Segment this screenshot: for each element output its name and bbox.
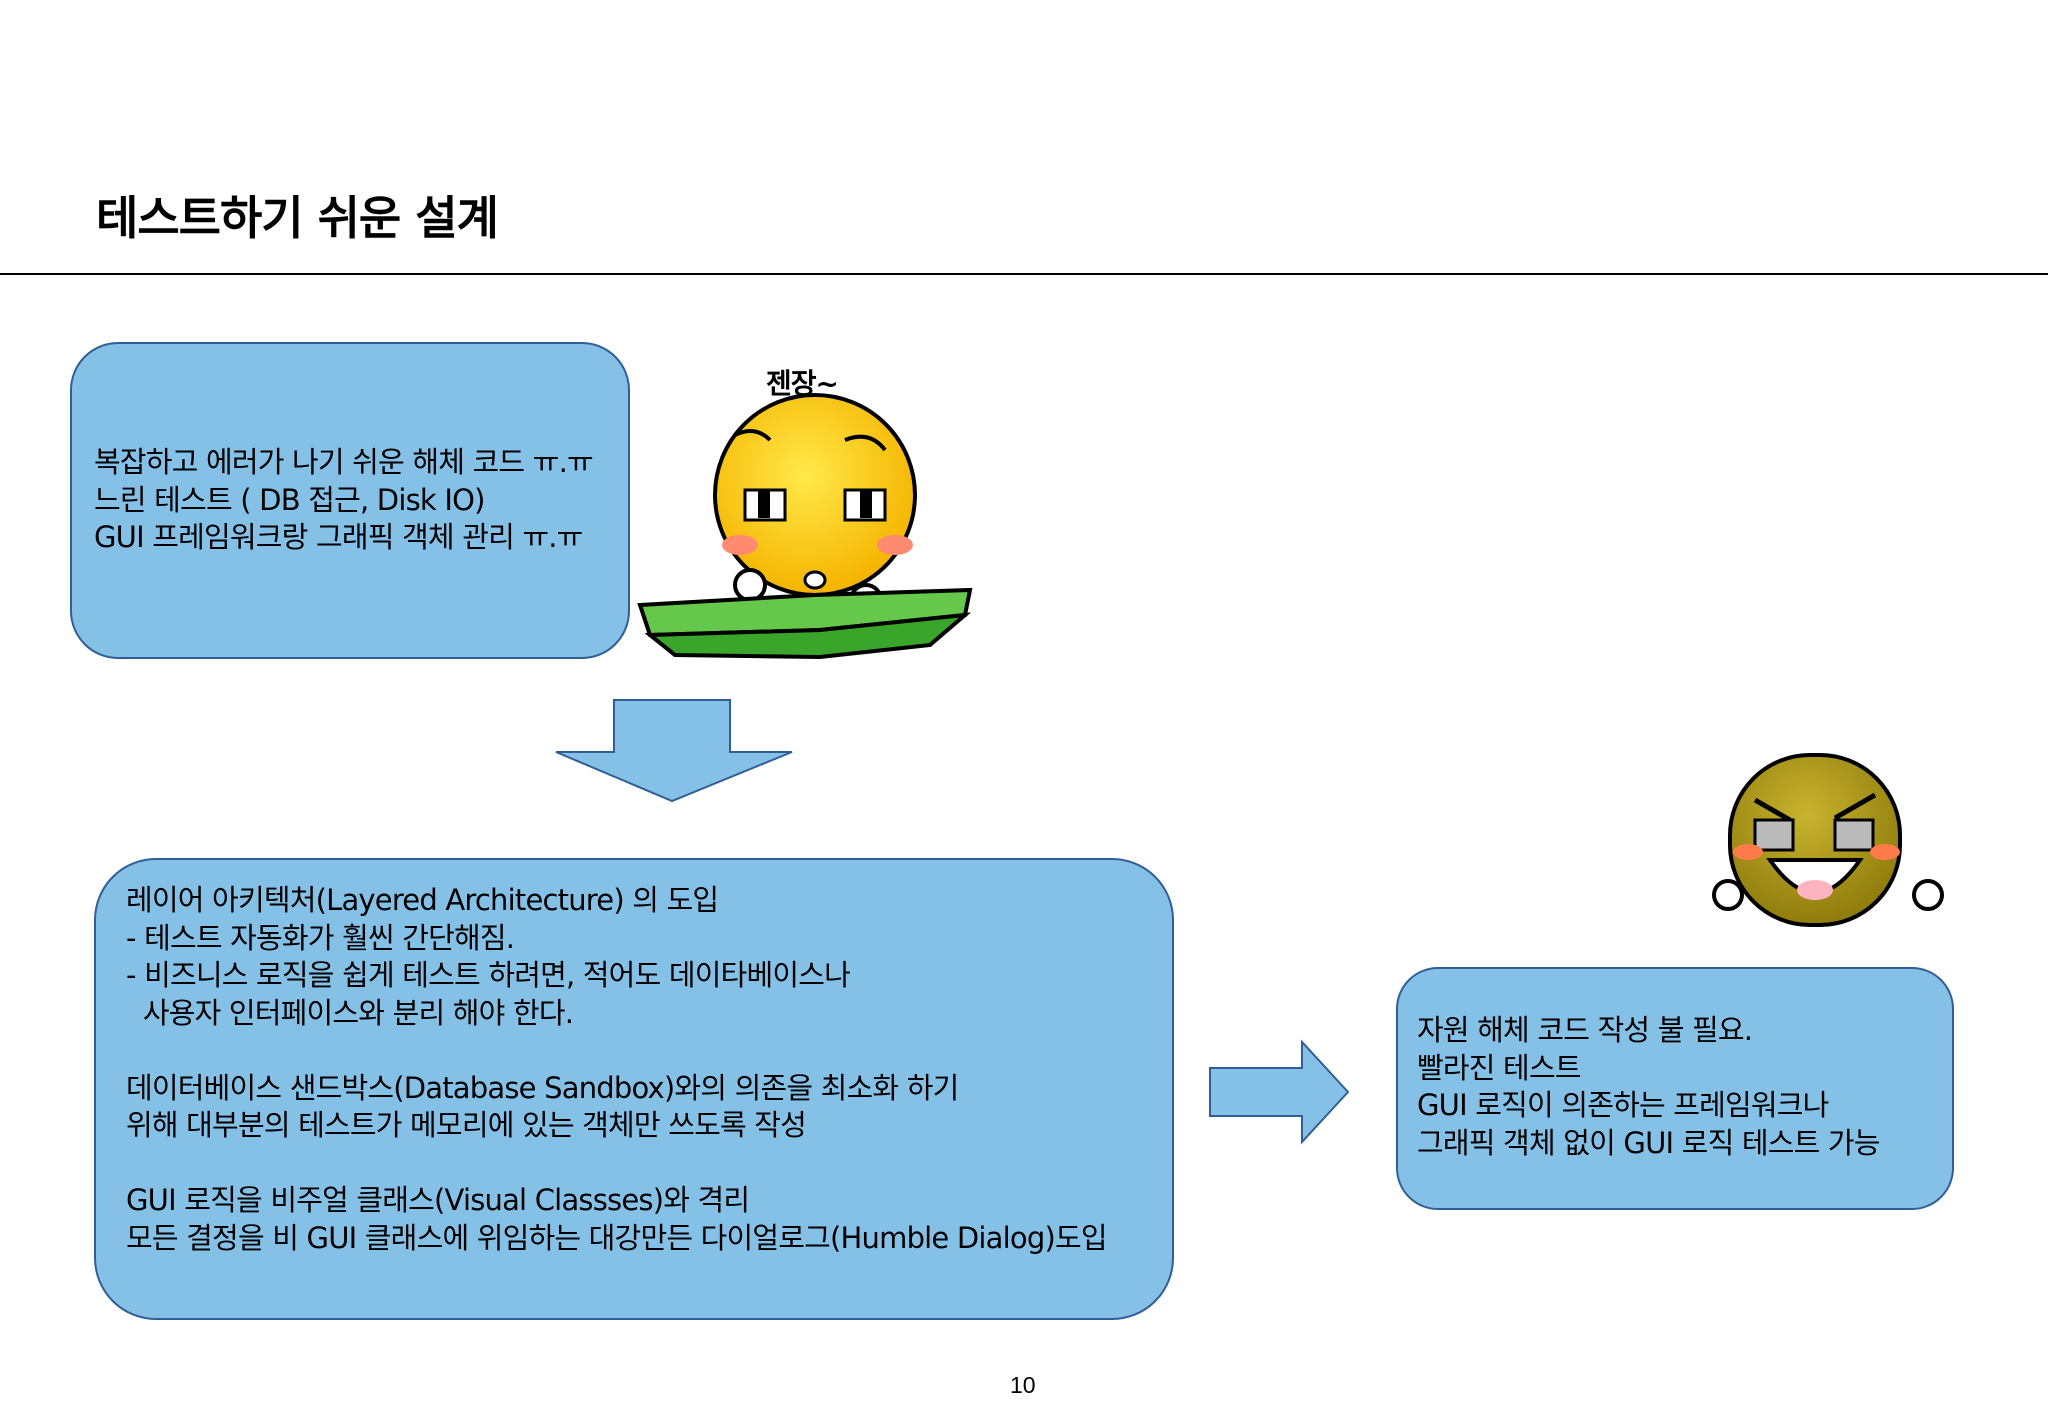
- solution-line: 레이어 아키텍처(Layered Architecture) 의 도입: [126, 883, 719, 917]
- down-arrow-icon: [555, 699, 793, 803]
- right-arrow-icon: [1209, 1039, 1350, 1145]
- solution-line: 모든 결정을 비 GUI 클래스에 위임하는 대강만든 다이얼로그(Humble…: [126, 1220, 1108, 1255]
- solution-line: - 비즈니스 로직을 쉽게 테스트 하려면, 적어도 데이타베이스나: [126, 958, 851, 992]
- result-line: 빨라진 테스트: [1417, 1050, 1582, 1085]
- happy-character-icon: [1712, 753, 1944, 927]
- problem-line: GUI 프레임워크랑 그래픽 객체 관리 ㅠ.ㅠ: [94, 520, 583, 554]
- solution-line: [126, 1145, 1107, 1183]
- result-line: GUI 로직이 의존하는 프레임워크나: [1417, 1088, 1829, 1122]
- solution-line: 데이터베이스 샌드박스(Database Sandbox)와의 의존을 최소화 …: [126, 1070, 959, 1105]
- solution-line: - 테스트 자동화가 훨씬 간단해짐.: [126, 920, 515, 955]
- problem-line: 복잡하고 에러가 나기 쉬운 해체 코드 ㅠ.ㅠ: [94, 445, 594, 479]
- solution-line: [126, 1032, 1107, 1070]
- problem-box: [70, 342, 630, 659]
- title-divider: [0, 273, 2048, 275]
- page-number: 10: [1010, 1372, 1036, 1398]
- solution-line: GUI 로직을 비주얼 클래스(Visual Classses)와 격리: [126, 1183, 750, 1217]
- solution-line: 위해 대부분의 테스트가 메모리에 있는 객체만 쓰도록 작성: [126, 1108, 807, 1142]
- page-title: 테스트하기 쉬운 설계: [96, 191, 499, 245]
- solution-line: 사용자 인터페이스와 분리 해야 한다.: [126, 995, 574, 1030]
- problem-line: 느린 테스트 ( DB 접근, Disk IO): [94, 482, 485, 517]
- result-line: 그래픽 객체 없이 GUI 로직 테스트 가능: [1417, 1125, 1880, 1160]
- result-box: [1396, 967, 1954, 1210]
- solution-text: 레이어 아키텍처(Layered Architecture) 의 도입- 테스트…: [126, 882, 1108, 1257]
- frustrated-character-icon: [637, 393, 973, 660]
- solution-box: [94, 858, 1174, 1320]
- result-line: 자원 해체 코드 작성 불 필요.: [1417, 1013, 1753, 1047]
